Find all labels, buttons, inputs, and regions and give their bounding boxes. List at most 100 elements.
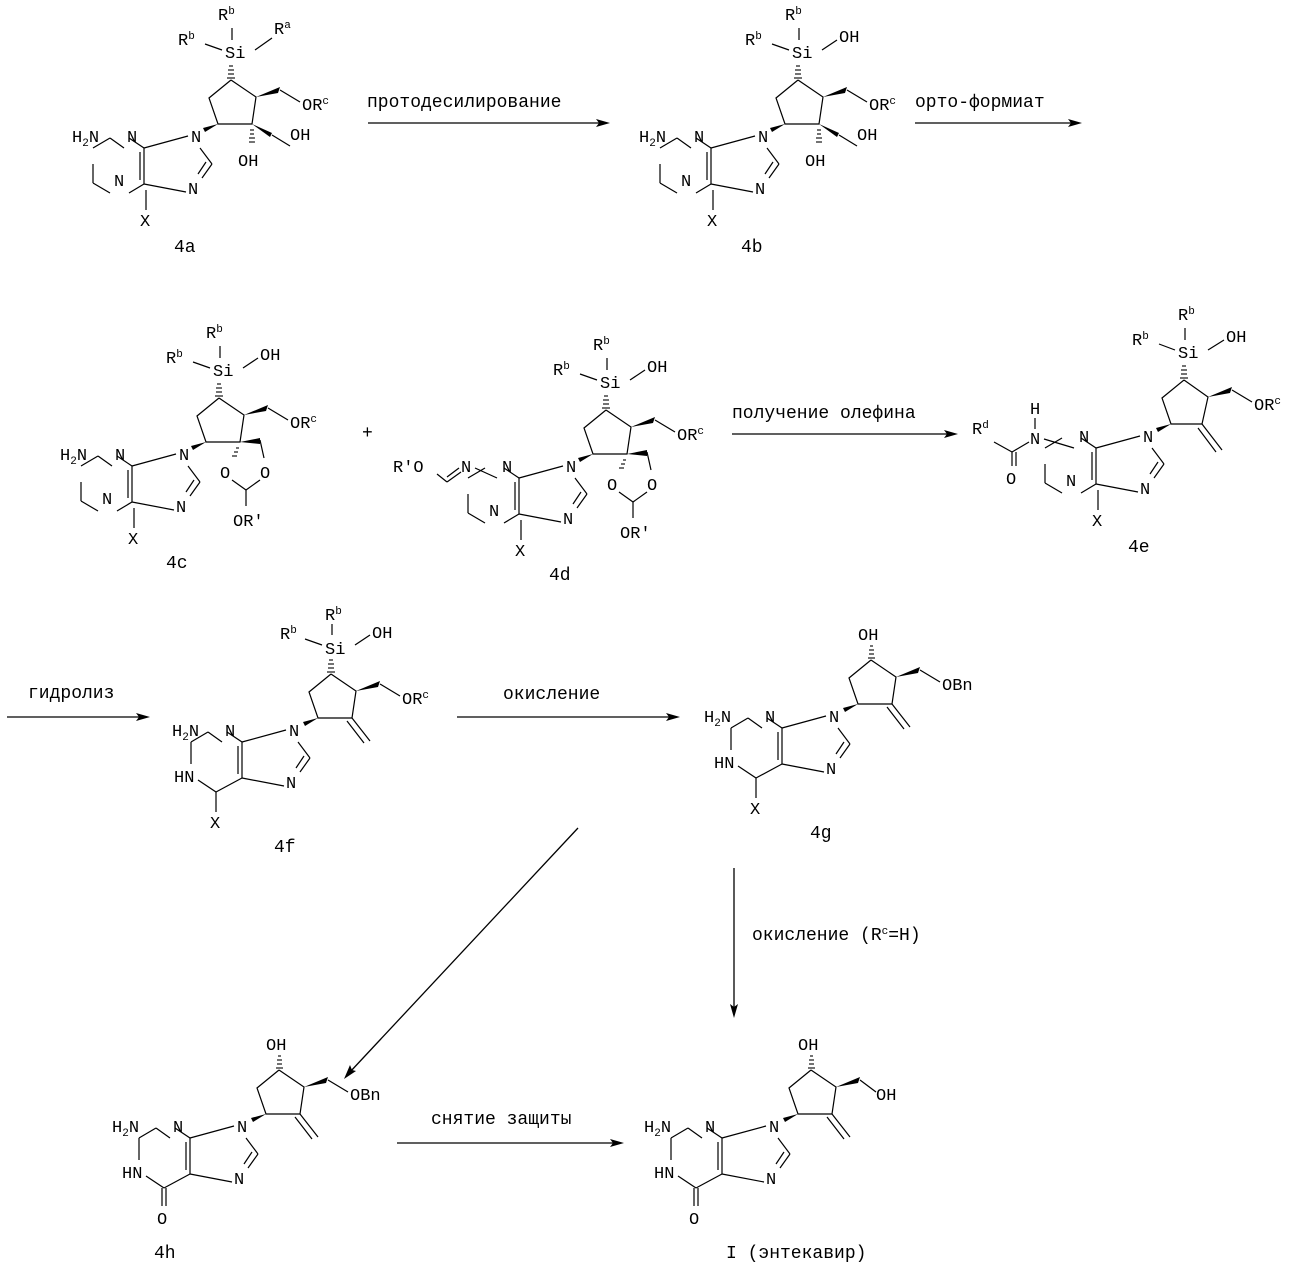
amino-group: H2N (60, 447, 87, 468)
side-chain-label: OBn (942, 677, 973, 696)
si-substituent-top: Rb (325, 606, 342, 626)
ring-nitrogen: N (188, 181, 198, 200)
ring-nitrogen: N (829, 709, 839, 728)
ring-nitrogen: N (826, 761, 836, 780)
amino-group: H2N (704, 709, 731, 730)
compound-label: 4c (166, 554, 188, 574)
substituent-x: X (128, 531, 138, 550)
compound-label: 4f (274, 838, 296, 858)
ring-nitrogen: N (286, 775, 296, 794)
compound-4b: Rb Rb OH Si ORc OH OH N N N N H2N X 4b (639, 6, 896, 258)
substituent-x: X (140, 213, 150, 232)
side-chain-label: ORc (302, 96, 329, 116)
amino-group: H2N (112, 1119, 139, 1140)
ring-nitrogen: N (769, 1119, 779, 1138)
step-condition: получение олефина (732, 404, 916, 424)
side-chain-label: ORc (1254, 396, 1281, 416)
substituent-x: X (750, 801, 760, 820)
ring-nh: HN (654, 1165, 674, 1184)
ring-nh: HN (714, 755, 734, 774)
ring-nitrogen: N (694, 129, 704, 148)
compound-4f: Rb Rb OH Si ORc N N N HN H2N X 4f (172, 606, 429, 858)
step-deprotection: снятие защиты (397, 1110, 624, 1147)
step-protodesilylation: протодесилирование (367, 93, 610, 127)
step-condition: снятие защиты (431, 1110, 571, 1130)
dioxolane-oxygen: O (220, 465, 230, 484)
hydroxyl-label: OH (876, 1087, 896, 1106)
silanol-oh: OH (839, 29, 859, 48)
hydroxyl-label: OH (238, 153, 258, 172)
ring-nitrogen: N (566, 459, 576, 478)
si-substituent-right: Ra (274, 20, 291, 40)
si-substituent-left: Rb (1132, 331, 1149, 351)
step-condition: протодесилирование (367, 93, 561, 113)
ring-nitrogen: N (758, 129, 768, 148)
compound-label: 4b (741, 238, 763, 258)
dioxolane-oxygen: O (647, 477, 657, 496)
side-chain-label: OBn (350, 1087, 381, 1106)
hydroxyl-label: OH (858, 627, 878, 646)
ring-nitrogen: N (102, 491, 112, 510)
ring-nitrogen: N (176, 499, 186, 518)
ring-nitrogen: N (225, 723, 235, 742)
silanol-oh: OH (647, 359, 667, 378)
compound-4e: Rb Rb OH Si ORc N N N N N H O Rd X 4e (972, 306, 1281, 558)
acyl-substituent: Rd (972, 420, 989, 440)
silicon-atom: Si (792, 45, 812, 64)
alkoxy-prefix: R'O (393, 459, 424, 478)
compound-entecavir: OH OH N N N HN H2N O I (энтекавир) (644, 1037, 896, 1264)
side-chain-label: ORc (402, 690, 429, 710)
side-chain-label: ORc (290, 414, 317, 434)
dioxolane-oxygen: O (607, 477, 617, 496)
si-substituent-left: Rb (178, 31, 195, 51)
si-substituent-left: Rb (745, 31, 762, 51)
si-substituent-left: Rb (280, 625, 297, 645)
step-condition: гидролиз (28, 684, 114, 704)
hydroxyl-label: OH (290, 127, 310, 146)
amino-group: H2N (72, 129, 99, 150)
ring-nitrogen: N (179, 447, 189, 466)
ring-nitrogen: N (191, 129, 201, 148)
ring-nitrogen: N (234, 1171, 244, 1190)
carbonyl-oxygen: O (689, 1211, 699, 1230)
compound-label: I (энтекавир) (726, 1244, 866, 1264)
si-substituent-top: Rb (593, 336, 610, 356)
compound-label: 4d (549, 566, 571, 586)
ring-nitrogen: N (237, 1119, 247, 1138)
ring-nitrogen: N (563, 511, 573, 530)
hydroxyl-label: OH (798, 1037, 818, 1056)
hydroxyl-label: OH (805, 153, 825, 172)
si-substituent-top: Rb (206, 324, 223, 344)
compound-4a: Rb Rb Ra Si ORc OH OH N N N N H2N X 4a (72, 6, 329, 258)
ring-nitrogen: N (766, 1171, 776, 1190)
ring-nitrogen: N (127, 129, 137, 148)
compound-4h: OH OBn N N N HN H2N O 4h (112, 1037, 381, 1264)
step-condition: окисление (503, 685, 600, 705)
amide-nitrogen: N (1030, 431, 1040, 450)
si-substituent-top: Rb (1178, 306, 1195, 326)
compound-4d: Rb Rb OH Si ORc O O OR' N N N N N R'O X (393, 336, 704, 586)
side-chain-label: ORc (869, 96, 896, 116)
substituent-x: X (515, 543, 525, 562)
substituent-x: X (1092, 513, 1102, 532)
amide-hydrogen: H (1030, 401, 1040, 420)
alkoxy-label: OR' (233, 513, 264, 532)
side-chain-label: ORc (677, 426, 704, 446)
compound-4c: Rb Rb OH Si ORc O O OR' N N N N H2N X 4c (60, 324, 317, 574)
hydroxyl-label: OH (266, 1037, 286, 1056)
si-substituent-left: Rb (166, 349, 183, 369)
silicon-atom: Si (213, 363, 233, 382)
ring-nitrogen: N (1066, 473, 1076, 492)
si-substituent-top: Rb (785, 6, 802, 26)
amino-group: H2N (644, 1119, 671, 1140)
ring-nitrogen: N (1143, 429, 1153, 448)
ring-nitrogen: N (489, 503, 499, 522)
compound-label: 4e (1128, 538, 1150, 558)
imine-nitrogen: N (461, 459, 471, 478)
si-substituent-left: Rb (553, 361, 570, 381)
compound-4g: OH OBn N N N HN H2N X 4g (704, 627, 973, 844)
step-orthoformate: орто-формиат (915, 93, 1082, 127)
plus-sign: + (362, 424, 373, 444)
silicon-atom: Si (600, 375, 620, 394)
